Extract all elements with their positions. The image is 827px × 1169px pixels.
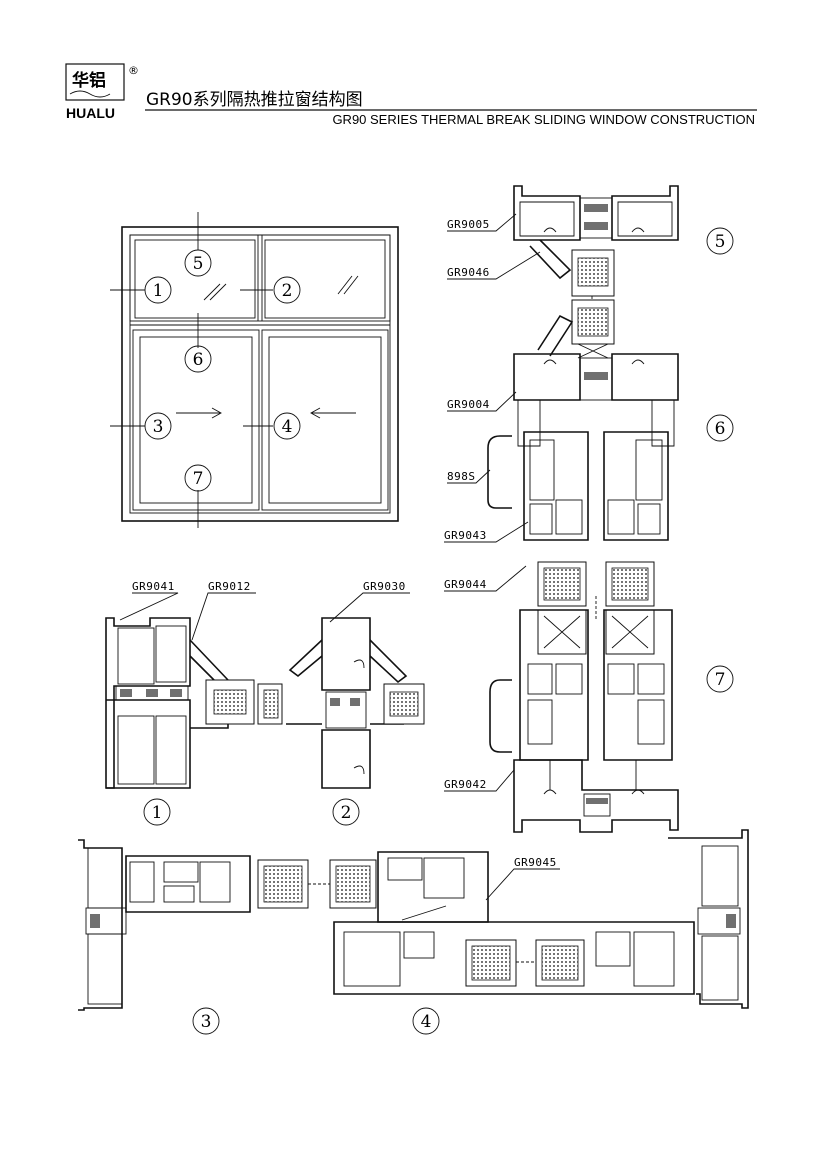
elevation-marker-3: 3 bbox=[144, 412, 172, 440]
svg-text:GR9030: GR9030 bbox=[363, 580, 406, 593]
window-elevation: 5 1 2 6 3 4 7 bbox=[110, 212, 399, 528]
label-gr9004: GR9004 bbox=[447, 391, 517, 412]
svg-text:3: 3 bbox=[153, 417, 164, 437]
svg-text:GR9043: GR9043 bbox=[444, 529, 487, 542]
svg-text:5: 5 bbox=[193, 254, 204, 274]
label-gr9044: GR9044 bbox=[444, 565, 527, 592]
svg-text:2: 2 bbox=[341, 803, 352, 823]
svg-text:GR9046: GR9046 bbox=[447, 266, 490, 279]
section-marker-3: 3 bbox=[192, 1007, 220, 1035]
profile-gr9005 bbox=[513, 185, 679, 241]
section-marker-4: 4 bbox=[412, 1007, 440, 1035]
label-898s: 898S bbox=[447, 469, 491, 484]
left-jamb bbox=[78, 839, 123, 1011]
section-marker-7: 7 bbox=[706, 665, 734, 693]
label-gr9041: GR9041 bbox=[119, 580, 179, 621]
elevation-marker-1: 1 bbox=[144, 276, 172, 304]
svg-text:1: 1 bbox=[152, 803, 163, 823]
title-english: GR90 SERIES THERMAL BREAK SLIDING WINDOW… bbox=[332, 112, 755, 127]
svg-text:7: 7 bbox=[193, 469, 204, 489]
label-gr9045: GR9045 bbox=[485, 856, 560, 901]
svg-text:GR9044: GR9044 bbox=[444, 578, 487, 591]
section-marker-6: 6 bbox=[706, 414, 734, 442]
label-gr9046: GR9046 bbox=[447, 251, 541, 280]
svg-text:4: 4 bbox=[421, 1012, 432, 1032]
elevation-marker-4: 4 bbox=[273, 412, 301, 440]
lower-handle bbox=[489, 679, 512, 753]
svg-text:3: 3 bbox=[201, 1012, 212, 1032]
outer-frame bbox=[121, 226, 399, 522]
section-2: GR9030 2 bbox=[257, 580, 425, 826]
profile-gr9042 bbox=[513, 759, 679, 833]
svg-text:GR9042: GR9042 bbox=[444, 778, 487, 791]
svg-text:898S: 898S bbox=[447, 470, 476, 483]
svg-text:GR9004: GR9004 bbox=[447, 398, 490, 411]
logo-wave-icon bbox=[69, 90, 111, 98]
vertical-section-5-6-7: GR9005 GR9046 GR9004 898S GR9043 GR9044 … bbox=[444, 185, 734, 833]
section-marker-1: 1 bbox=[143, 798, 171, 826]
label-gr9042: GR9042 bbox=[444, 769, 515, 792]
right-sash bbox=[261, 329, 389, 511]
svg-text:6: 6 bbox=[715, 419, 726, 439]
title-chinese: GR90系列隔热推拉窗结构图 bbox=[146, 90, 363, 110]
glass-hatch-icon bbox=[203, 275, 359, 301]
section-1: GR9041 GR9012 1 bbox=[105, 580, 256, 826]
handle-898s bbox=[487, 435, 512, 509]
svg-text:GR9041: GR9041 bbox=[132, 580, 175, 593]
label-gr9043: GR9043 bbox=[444, 521, 529, 543]
right-sash-section bbox=[603, 431, 673, 761]
right-jamb bbox=[668, 829, 749, 1009]
label-gr9030: GR9030 bbox=[329, 580, 410, 623]
svg-text:4: 4 bbox=[282, 417, 293, 437]
svg-text:2: 2 bbox=[282, 281, 293, 301]
profile-gr9045 bbox=[377, 851, 489, 923]
label-gr9005: GR9005 bbox=[447, 213, 517, 232]
svg-text:GR9045: GR9045 bbox=[514, 856, 557, 869]
logo-english-name: HUALU bbox=[66, 105, 115, 121]
profile-gr9004 bbox=[513, 353, 679, 447]
svg-text:7: 7 bbox=[715, 670, 726, 690]
svg-text:6: 6 bbox=[193, 350, 204, 370]
upper-fixed-frame bbox=[129, 234, 391, 322]
section-marker-2: 2 bbox=[332, 798, 360, 826]
elevation-marker-2: 2 bbox=[273, 276, 301, 304]
label-gr9012: GR9012 bbox=[191, 580, 256, 641]
elevation-marker-6: 6 bbox=[184, 345, 212, 373]
left-sash bbox=[132, 329, 260, 511]
registered-mark: ® bbox=[128, 64, 139, 77]
logo-chinese-name: 华铝 bbox=[72, 70, 106, 91]
left-sash-section bbox=[519, 431, 589, 761]
upper-glazing-bead bbox=[529, 239, 615, 359]
brand-logo: 华铝 HUALU ® bbox=[65, 63, 139, 121]
header: 华铝 HUALU ® GR90系列隔热推拉窗结构图 GR90 SERIES TH… bbox=[65, 63, 757, 127]
elevation-marker-5: 5 bbox=[184, 249, 212, 277]
slide-left-arrow-icon bbox=[310, 407, 356, 419]
svg-text:5: 5 bbox=[715, 232, 726, 252]
elevation-marker-7: 7 bbox=[184, 464, 212, 492]
svg-text:1: 1 bbox=[153, 281, 164, 301]
horizontal-section-3-4: GR9045 3 4 bbox=[78, 829, 749, 1035]
section-marker-5: 5 bbox=[706, 227, 734, 255]
slide-right-arrow-icon bbox=[176, 407, 222, 419]
svg-text:GR9005: GR9005 bbox=[447, 218, 490, 231]
svg-text:GR9012: GR9012 bbox=[208, 580, 251, 593]
